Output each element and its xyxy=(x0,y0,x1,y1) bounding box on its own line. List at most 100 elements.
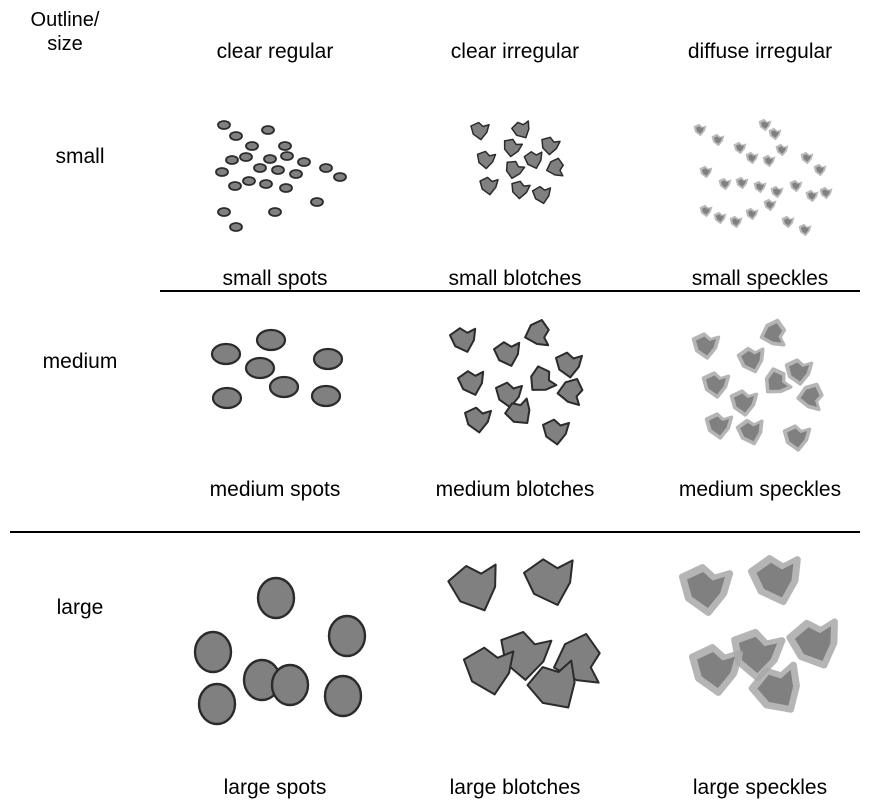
small-speckle xyxy=(702,168,710,176)
medium-speckle xyxy=(740,422,760,442)
small-spot xyxy=(261,125,275,135)
small-blotch xyxy=(541,136,561,156)
small-speckle xyxy=(761,121,769,129)
large-blotch xyxy=(523,558,574,606)
small-spot xyxy=(225,155,239,165)
small-speckle xyxy=(738,179,746,187)
large-speckle xyxy=(794,626,831,661)
small-spot xyxy=(229,222,243,232)
small-spot xyxy=(271,165,285,175)
caption-small-speckles: small speckles xyxy=(691,267,829,290)
small-spot xyxy=(279,183,293,193)
large-spot xyxy=(323,674,363,718)
small-blotch xyxy=(505,160,526,180)
medium-speckle xyxy=(763,323,783,343)
small-blotch xyxy=(476,150,497,170)
small-speckle xyxy=(766,201,774,209)
small-speckle xyxy=(784,218,792,226)
small-spot xyxy=(215,167,229,177)
row-divider-1 xyxy=(160,290,860,292)
small-spot xyxy=(229,131,243,141)
medium-speckle xyxy=(800,387,820,407)
small-blotch xyxy=(511,120,530,139)
small-spots-illustration xyxy=(215,120,347,232)
small-spot xyxy=(259,179,273,189)
small-speckle xyxy=(714,136,722,144)
small-speckle xyxy=(816,166,824,174)
small-speckle xyxy=(721,180,729,188)
small-spot xyxy=(217,207,231,217)
small-speckle xyxy=(732,218,740,226)
medium-speckle xyxy=(709,416,729,436)
large-blotches-illustration xyxy=(447,558,601,709)
small-blotch xyxy=(531,185,552,205)
column-header-diffuse-irregular: diffuse irregular xyxy=(687,40,833,63)
large-speckle xyxy=(687,572,725,608)
small-speckle xyxy=(803,154,811,162)
row-label-small: small xyxy=(55,145,105,168)
large-spot xyxy=(193,630,233,674)
small-blotch xyxy=(503,138,524,158)
small-speckles-illustration xyxy=(693,118,833,237)
row-label-large: large xyxy=(56,596,104,619)
caption-medium-speckles: medium speckles xyxy=(678,478,842,501)
medium-blotches-illustration xyxy=(449,319,584,446)
small-speckle xyxy=(773,188,781,196)
small-spot xyxy=(280,151,294,161)
medium-spots-illustration xyxy=(210,328,344,410)
caption-large-blotches: large blotches xyxy=(449,776,581,799)
small-speckle xyxy=(696,126,704,134)
medium-spot xyxy=(255,328,287,352)
small-spot xyxy=(253,163,267,173)
large-speckle xyxy=(756,562,794,598)
medium-blotch xyxy=(504,397,531,424)
small-spot xyxy=(245,141,259,151)
medium-spot xyxy=(268,375,300,399)
medium-speckle xyxy=(768,371,788,390)
small-blotch xyxy=(479,176,499,196)
small-spot xyxy=(319,163,333,173)
caption-small-spots: small spots xyxy=(222,267,328,290)
medium-spot xyxy=(310,384,342,408)
column-header-clear-irregular: clear irregular xyxy=(450,40,580,63)
medium-speckle xyxy=(741,350,761,370)
medium-speckle xyxy=(787,428,807,448)
medium-spot xyxy=(312,347,344,371)
medium-spot xyxy=(211,386,243,410)
large-spot xyxy=(270,663,310,707)
large-blotch xyxy=(447,563,497,612)
caption-large-spots: large spots xyxy=(223,776,327,799)
medium-blotch xyxy=(524,319,550,347)
small-spot xyxy=(310,197,324,207)
small-blotch xyxy=(523,151,543,170)
small-speckle xyxy=(736,144,744,152)
large-speckle xyxy=(757,669,794,706)
medium-blotch xyxy=(449,327,477,353)
caption-medium-blotches: medium blotches xyxy=(435,478,595,501)
small-speckle xyxy=(792,182,800,190)
small-speckle xyxy=(771,130,779,138)
caption-small-blotches: small blotches xyxy=(448,267,582,290)
small-spot xyxy=(278,141,292,151)
medium-blotch xyxy=(555,351,583,379)
small-blotches-illustration xyxy=(470,120,564,205)
small-blotch xyxy=(545,157,564,177)
medium-spot xyxy=(244,356,276,380)
medium-blotch xyxy=(493,341,521,367)
row-label-medium: medium xyxy=(42,350,118,373)
small-speckle xyxy=(765,157,773,165)
small-spot xyxy=(228,181,242,191)
large-spot xyxy=(197,682,237,726)
large-speckles-illustration xyxy=(678,555,838,713)
small-blotch xyxy=(470,121,490,141)
small-speckle xyxy=(702,207,710,215)
medium-speckles-illustration xyxy=(691,318,824,452)
medium-spot xyxy=(210,342,242,366)
small-spot xyxy=(297,157,311,167)
caption-medium-spots: medium spots xyxy=(209,478,341,501)
small-speckle xyxy=(748,210,756,218)
large-spot xyxy=(327,614,367,658)
medium-blotch xyxy=(556,378,584,406)
small-speckle xyxy=(822,189,830,197)
small-speckle xyxy=(756,183,764,191)
